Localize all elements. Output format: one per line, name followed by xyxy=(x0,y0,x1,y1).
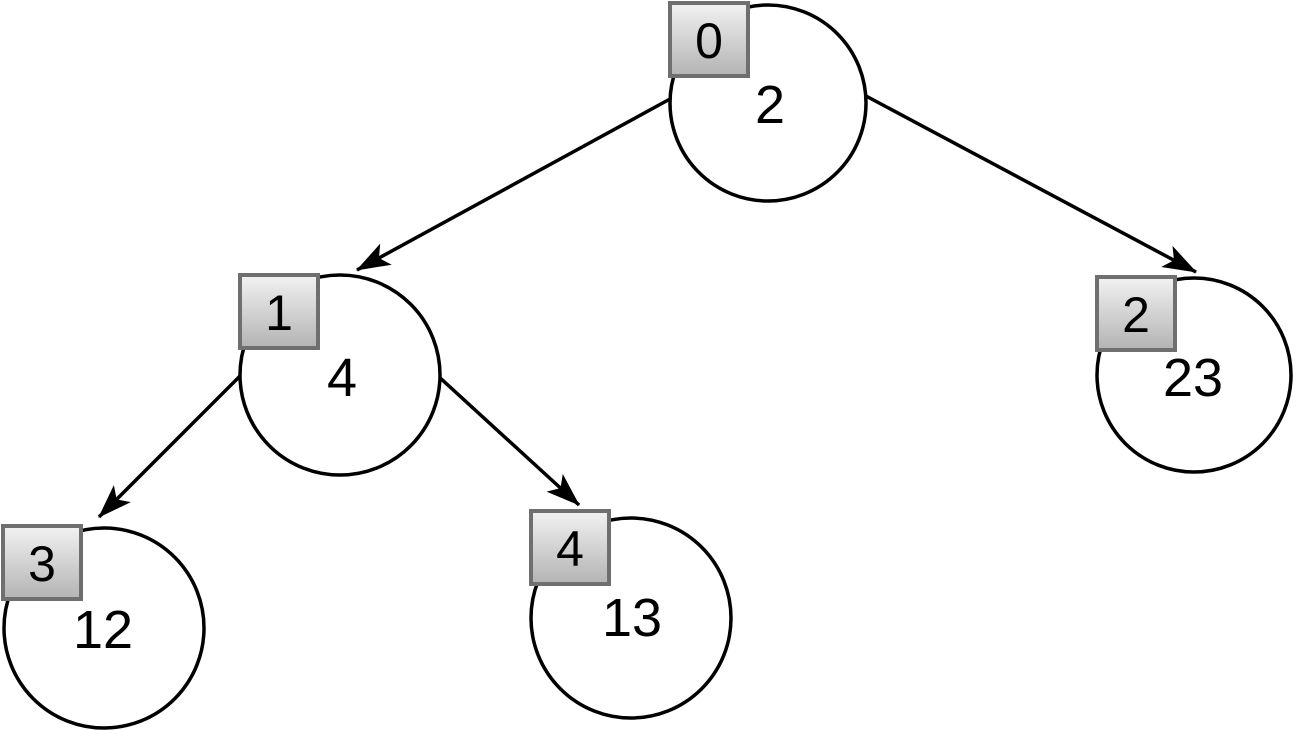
node-value: 12 xyxy=(73,600,133,660)
node-index-badge xyxy=(238,273,320,350)
node-index-badge xyxy=(1095,275,1177,352)
edge-1-to-3 xyxy=(97,371,245,519)
edge-0-to-2 xyxy=(865,94,1197,274)
node-index-label: 1 xyxy=(265,285,293,341)
node-index-badge xyxy=(1,524,83,601)
tree-edges xyxy=(97,94,1197,519)
node-index-label: 3 xyxy=(28,536,56,592)
tree-node-3: 3 12 xyxy=(1,524,206,730)
tree-node-2: 2 23 xyxy=(1095,275,1293,474)
node-index-label: 2 xyxy=(1122,287,1150,343)
tree-node-0: 0 2 xyxy=(668,1,868,203)
node-value: 2 xyxy=(755,75,785,135)
node-index-label: 0 xyxy=(695,13,723,69)
tree-node-1: 1 4 xyxy=(238,273,442,477)
node-value: 4 xyxy=(327,348,357,408)
node-index-badge xyxy=(668,1,750,78)
node-index-label: 4 xyxy=(556,521,584,577)
node-index-badge xyxy=(529,509,611,586)
node-value: 23 xyxy=(1163,348,1223,408)
edge-0-to-1 xyxy=(356,97,671,272)
tree-node-4: 4 13 xyxy=(529,509,733,720)
node-value: 13 xyxy=(602,588,662,648)
edge-1-to-4 xyxy=(436,374,581,507)
